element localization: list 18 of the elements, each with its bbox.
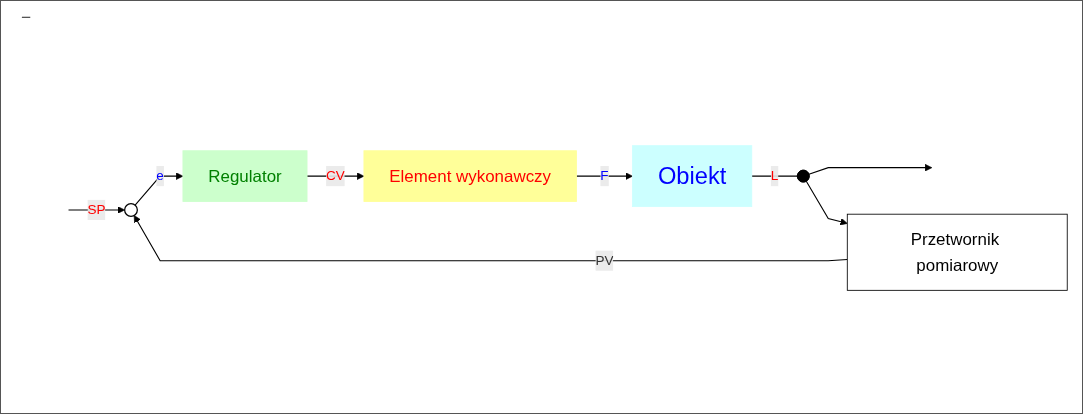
arrow (133, 215, 848, 262)
arrow (575, 172, 633, 180)
edge-label: SP (87, 202, 106, 217)
node-box: Przetwornik pomiarowy (846, 213, 1068, 291)
edge-label: F (600, 168, 609, 183)
arrow (134, 172, 184, 206)
minus-sign: − (21, 7, 32, 27)
edge-label: PV (595, 253, 614, 268)
node-box: Regulator (182, 150, 308, 202)
edge-label: CV (326, 168, 345, 183)
arrow (805, 180, 848, 226)
connector (751, 175, 798, 177)
arrow (808, 163, 933, 175)
node-box: Obiekt (632, 145, 753, 207)
node-box: Element wykonawczy (363, 150, 577, 202)
node-circle (124, 203, 138, 217)
edge-label: L (770, 168, 779, 183)
edge-label: e (156, 168, 164, 183)
